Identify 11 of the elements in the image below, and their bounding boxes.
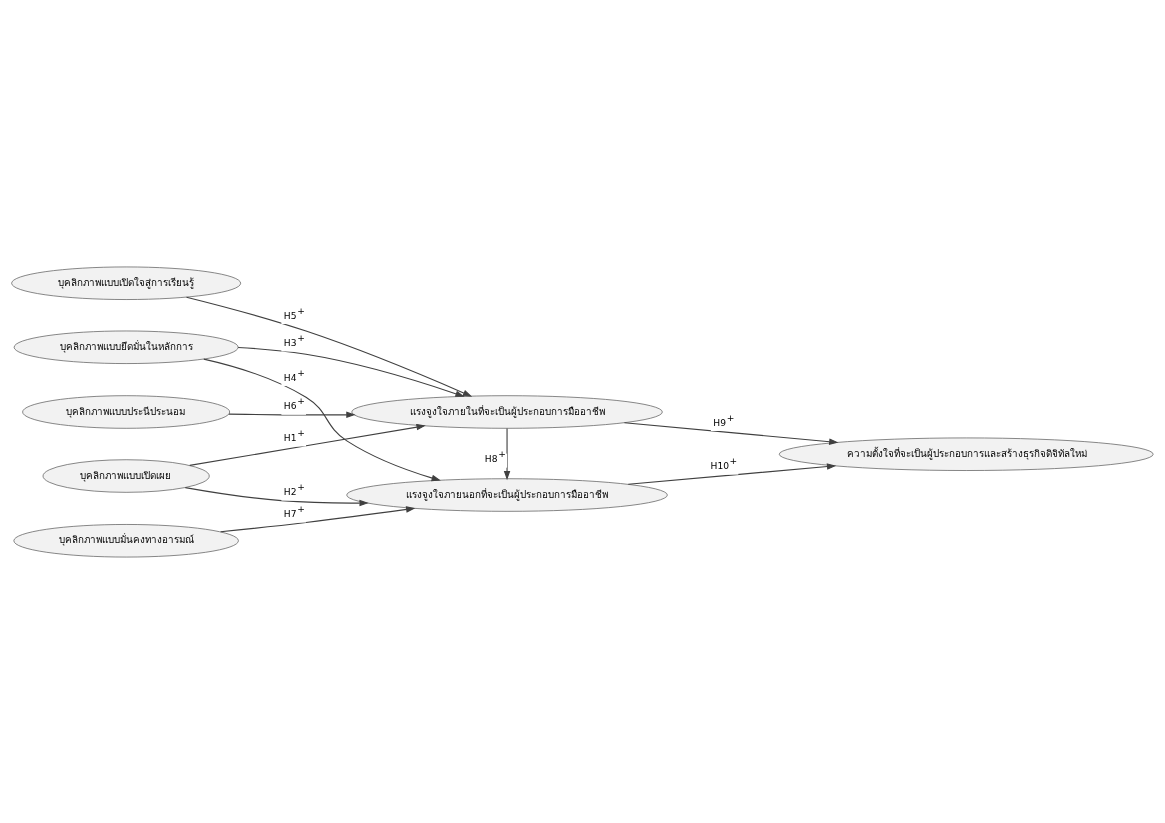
arrow: [203, 358, 441, 481]
arrow: [189, 423, 426, 466]
arrow: [185, 296, 473, 397]
arrow: [623, 421, 839, 445]
node-ellipse: บุคลิกภาพแบบมั่นคงทางอารมณ์: [13, 523, 239, 557]
node-ellipse: บุคลิกภาพแบบเปิดใจสู่การเรียนรู้: [11, 266, 242, 300]
node-ellipse: บุคลิกภาพแบบประนีประนอม: [22, 394, 231, 429]
node-ellipse: บุคลิกภาพแบบยึดมั่นในหลักการ: [13, 330, 239, 364]
arrow: [503, 427, 511, 480]
node-ellipse: บุคลิกภาพแบบเปิดเผย: [42, 458, 210, 493]
arrow: [237, 346, 465, 397]
